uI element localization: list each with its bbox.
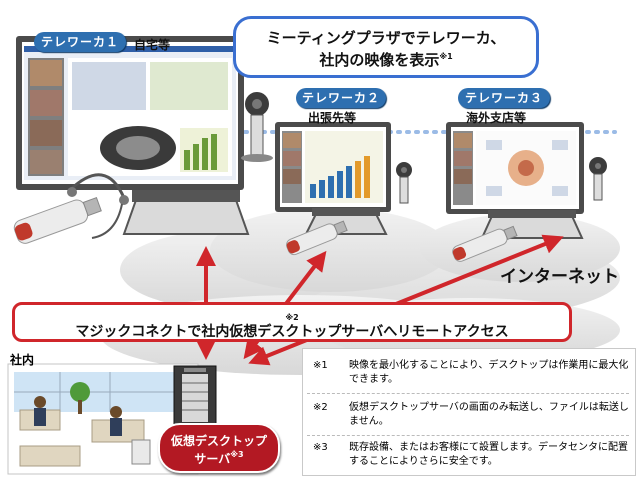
teleworker-1-label: テレワーカ１ [34, 32, 126, 52]
remote-access-banner: マジックコネクトで社内仮想デスクトップサーバへリモートアクセス※2 [12, 302, 572, 342]
webcam-1 [241, 92, 273, 162]
teleworker-2-label: テレワーカ２ [296, 88, 386, 108]
usb-key-1 [13, 196, 102, 244]
footnote-2-text: 仮想デスクトップサーバの画面のみ転送し、ファイルは転送しません。 [349, 402, 629, 427]
teleworker-2-laptop [275, 122, 391, 235]
footnotes-panel: ※1 映像を最小化することにより、デスクトップは作業用に最大化できます。 ※2 … [302, 348, 636, 476]
teleworker-1-location: 自宅等 [134, 38, 171, 52]
server-badge-line-1: 仮想デスクトップ [170, 434, 267, 448]
footnote-divider [307, 393, 629, 394]
server-note-ref: ※3 [230, 450, 244, 459]
webcam-2 [396, 162, 412, 204]
footnote-3-text: 既存設備、またはお客様にて設置します。データセンタに配置することによりさらに安全… [349, 442, 628, 467]
meeting-plaza-caption: ミーティングプラザでテレワーカ、 社内の映像を表示※1 [233, 16, 539, 78]
teleworker-3-laptop [446, 122, 584, 239]
teleworker-3-label: テレワーカ３ [458, 88, 550, 108]
server-badge: 仮想デスクトップ サーバ※3 [158, 423, 280, 473]
office-illustration [7, 363, 199, 475]
caption-note-ref: ※1 [439, 52, 453, 61]
banner-text: マジックコネクトで社内仮想デスクトップサーバへリモートアクセス※2 [75, 313, 509, 340]
teleworker-1-laptop [16, 36, 250, 235]
banner-note-ref: ※2 [285, 313, 299, 322]
footnote-1-mark: ※1 [313, 360, 328, 371]
footnote-2-mark: ※2 [313, 402, 328, 413]
teleworker-3-location: 海外支店等 [466, 111, 527, 125]
headset-1 [67, 173, 129, 239]
virtual-desktop-server [173, 365, 217, 431]
internet-label: インターネット [500, 267, 619, 287]
footnote-3-mark: ※3 [313, 442, 328, 453]
caption-line-2: 社内の映像を表示※1 [319, 51, 453, 69]
teleworker-2-location: 出張先等 [308, 111, 357, 125]
caption-line-1: ミーティングプラザでテレワーカ、 [266, 29, 506, 47]
webcam-3 [589, 157, 607, 201]
office-label: 社内 [10, 353, 35, 367]
server-badge-line-2: サーバ※3 [194, 450, 244, 466]
footnote-1-text: 映像を最小化することにより、デスクトップは作業用に最大化できます。 [349, 360, 629, 385]
footnote-divider [307, 435, 629, 436]
